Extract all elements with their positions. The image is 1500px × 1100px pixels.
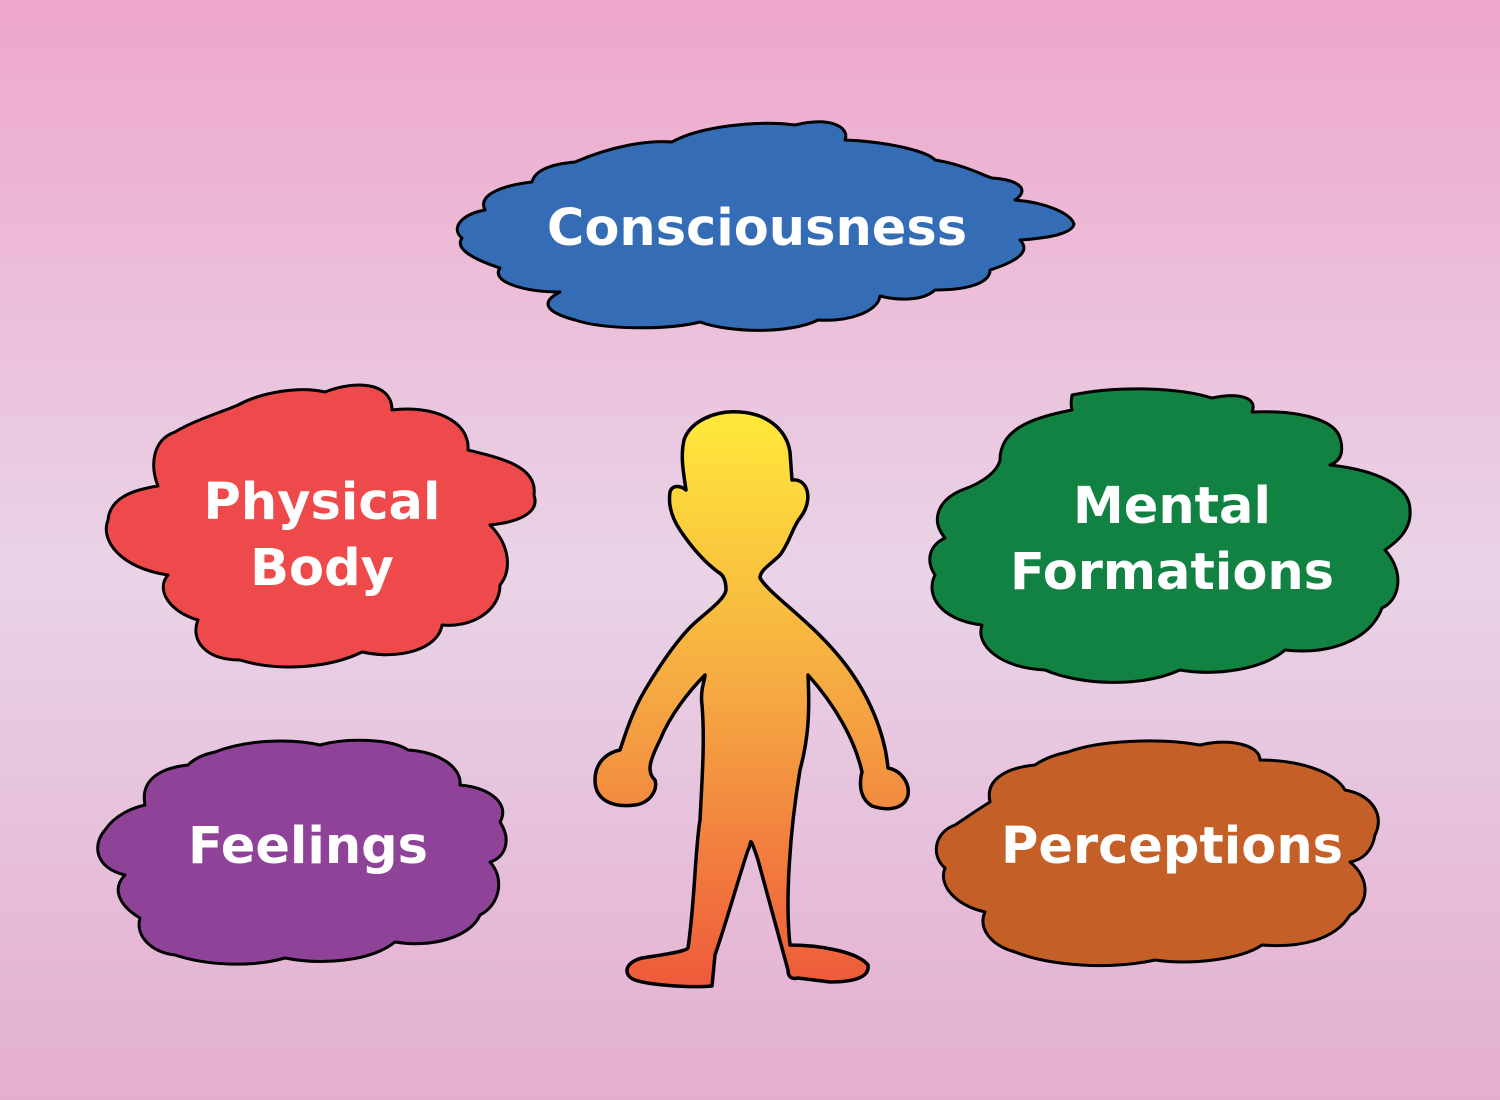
physical-body-cloud-shape [104,383,537,669]
consciousness-cloud: Consciousness [455,120,1076,332]
physical-body-label-line-2: Body [250,539,394,598]
perceptions-label: Perceptions [1001,817,1343,876]
mental-formations-cloud: Mental Formations [928,387,1412,684]
feelings-label: Feelings [188,817,428,876]
person-silhouette-icon [593,410,910,989]
mental-formations-label-line-2: Formations [1010,543,1334,602]
perceptions-cloud-shape [934,739,1380,967]
physical-body-cloud: Physical Body [104,383,537,669]
consciousness-label: Consciousness [547,199,967,258]
perceptions-cloud: Perceptions [934,739,1380,967]
mental-formations-cloud-shape [928,387,1412,684]
feelings-cloud-shape [96,738,508,966]
mental-formations-label-line-1: Mental [1073,477,1271,536]
consciousness-cloud-shape [455,120,1076,332]
physical-body-label-line-1: Physical [204,473,441,532]
feelings-cloud: Feelings [96,738,508,966]
